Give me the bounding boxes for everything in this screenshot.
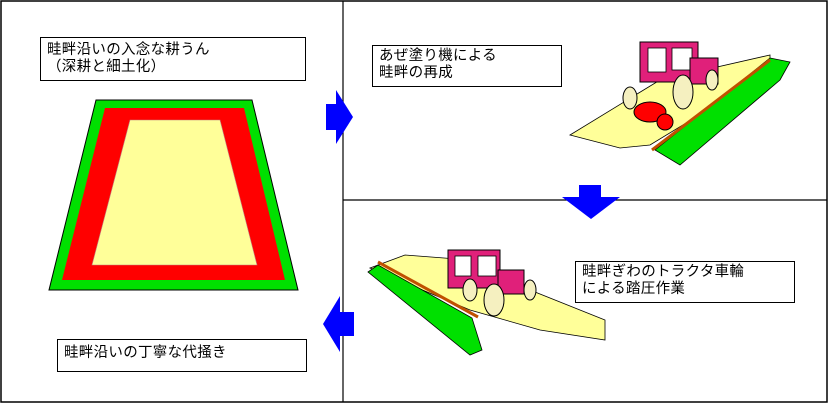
tractor-icon [622,41,719,131]
step-label-wheel-compaction: 畦畔ぎわのトラクタ車輪 による踏圧作業 [575,261,795,303]
arrow-right-icon [326,90,353,144]
levee-edge [377,260,479,319]
levee-edge [651,58,771,152]
levee-plastering-scene [568,41,791,166]
tractor-icon [447,249,537,317]
wheel-compaction-scene [367,249,606,356]
levee-slope [367,264,483,356]
step-label-tillage: 畦畔沿いの入念な耕うん （深耕と細土化） [40,37,306,81]
field-diagram [48,99,299,291]
field-inner-area [91,119,258,266]
step-label-puddling: 畦畔沿いの丁寧な代掻き [57,339,307,372]
arrow-down-icon [562,185,620,219]
arrow-left-icon [323,296,354,352]
step-label-levee-reshaping: あぜ塗り機による 畦畔の再成 [372,45,562,87]
